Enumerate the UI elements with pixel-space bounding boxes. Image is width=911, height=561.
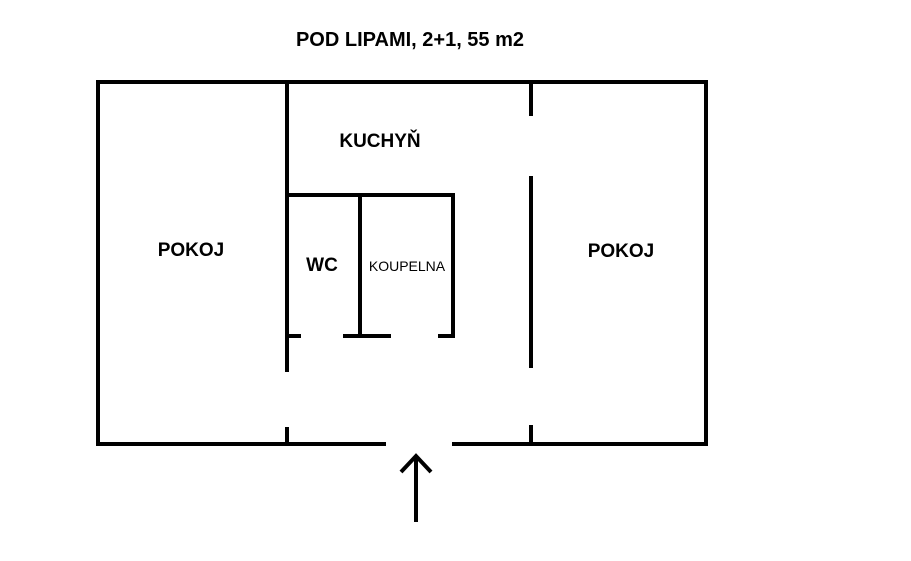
room-label-left: POKOJ	[158, 240, 225, 261]
outer-walls	[96, 80, 708, 446]
room-label-kitchen: KUCHYŇ	[339, 130, 420, 152]
bathroom-block	[287, 193, 455, 338]
arrow-up-icon	[399, 453, 433, 522]
room-label-right: POKOJ	[588, 241, 655, 262]
room-label-bathroom: KOUPELNA	[369, 258, 446, 274]
plan-title: POD LIPAMI, 2+1, 55 m2	[296, 29, 524, 51]
room-label-wc: WC	[306, 255, 338, 276]
